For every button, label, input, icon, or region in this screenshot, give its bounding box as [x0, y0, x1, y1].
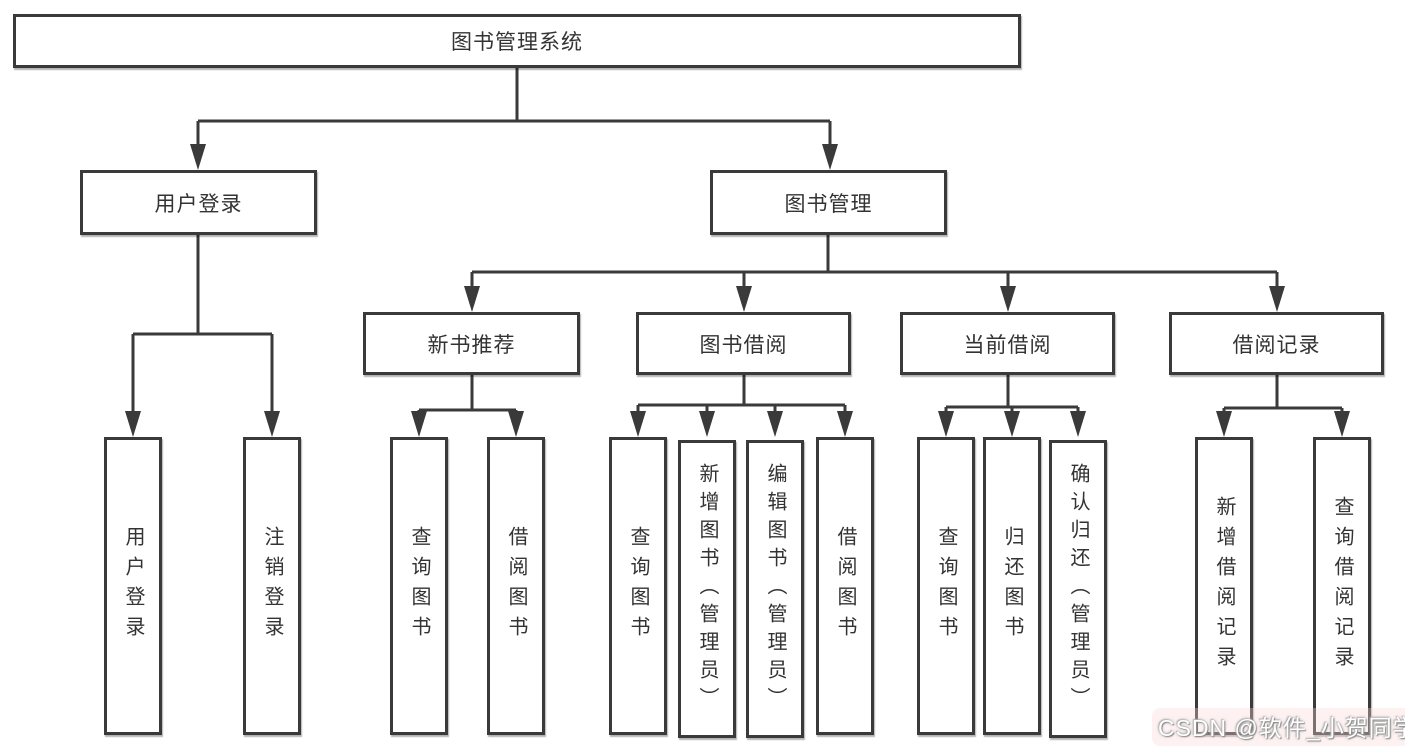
node-book-management: 图书管理 — [710, 170, 947, 235]
leaf-add-borrow-record: 新增借阅记录 — [1195, 437, 1253, 735]
leaf-label: 查询借阅记录 — [1331, 496, 1353, 676]
leaf-label: 查询图书 — [935, 526, 957, 646]
leaf-return-book: 归还图书 — [983, 437, 1041, 735]
node-library-management-system: 图书管理系统 — [13, 14, 1021, 68]
node-label: 新书推荐 — [427, 333, 516, 357]
leaf-add-book-admin: 新增图书（管理员） — [678, 440, 736, 738]
leaf-label: 编辑图书（管理员） — [764, 463, 786, 715]
node-borrowing-records: 借阅记录 — [1169, 312, 1384, 375]
node-new-book-recommendation: 新书推荐 — [363, 312, 580, 375]
node-label: 图书管理系统 — [451, 31, 583, 54]
node-user-login: 用户登录 — [80, 170, 317, 235]
leaf-confirm-return-admin: 确认归还（管理员） — [1049, 440, 1107, 738]
node-label: 借阅记录 — [1232, 333, 1321, 357]
leaf-label: 查询图书 — [408, 526, 430, 646]
leaf-label: 确认归还（管理员） — [1067, 463, 1089, 715]
leaf-query-books-2: 查询图书 — [609, 437, 667, 735]
leaf-query-borrow-record: 查询借阅记录 — [1313, 437, 1371, 735]
node-label: 图书管理 — [784, 192, 873, 216]
csdn-watermark: CSDN @软件_小贺同学 — [1152, 708, 1405, 746]
leaf-borrow-books-1: 借阅图书 — [487, 437, 545, 735]
leaf-logout: 注销登录 — [243, 437, 301, 735]
leaf-label: 借阅图书 — [834, 526, 856, 646]
leaf-borrow-books-2: 借阅图书 — [816, 437, 874, 735]
leaf-label: 借阅图书 — [505, 526, 527, 646]
leaf-label: 新增借阅记录 — [1213, 496, 1235, 676]
node-label: 用户登录 — [154, 192, 243, 216]
arrowheads — [125, 144, 1350, 437]
node-label: 当前借阅 — [963, 333, 1052, 357]
node-label: 图书借阅 — [699, 333, 788, 357]
leaf-label: 查询图书 — [627, 526, 649, 646]
leaf-label: 注销登录 — [261, 526, 283, 646]
leaf-user-login: 用户登录 — [104, 437, 162, 735]
leaf-query-books-3: 查询图书 — [917, 437, 975, 735]
leaf-edit-book-admin: 编辑图书（管理员） — [746, 440, 804, 738]
leaf-label: 新增图书（管理员） — [696, 463, 718, 715]
node-current-borrowing: 当前借阅 — [900, 312, 1115, 375]
leaf-label: 归还图书 — [1001, 526, 1023, 646]
node-book-borrowing: 图书借阅 — [636, 312, 851, 375]
leaf-label: 用户登录 — [122, 526, 144, 646]
leaf-query-books-1: 查询图书 — [390, 437, 448, 735]
